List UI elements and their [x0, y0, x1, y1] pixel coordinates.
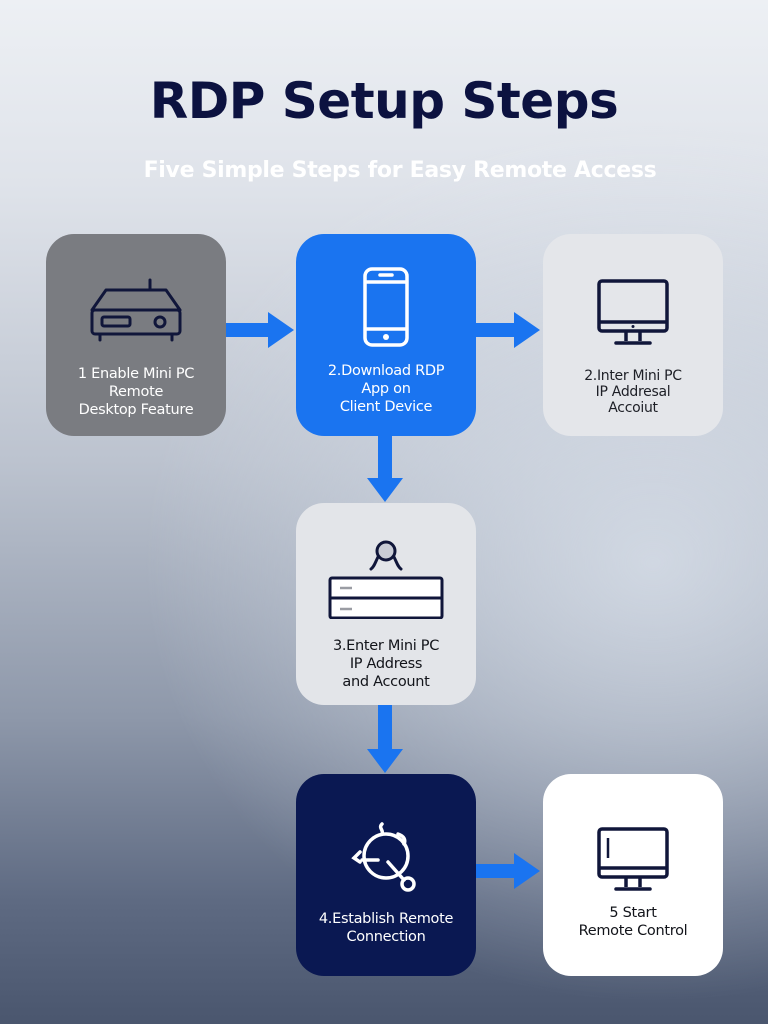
step-card-3: 2.Inter Mini PC IP Addresal Accoiut	[543, 234, 723, 436]
arrow-step1-to-step2	[224, 312, 294, 348]
smartphone-icon	[296, 266, 476, 348]
arrow-step5-to-step6	[474, 853, 540, 889]
step-label: 2.Inter Mini PC IP Addresal Accoiut	[584, 368, 682, 416]
connection-icon	[296, 818, 476, 894]
step-card-4: 3.Enter Mini PC IP Address and Account	[296, 503, 476, 705]
login-form-icon	[296, 539, 476, 619]
step-label: 5 Start Remote Control	[578, 905, 688, 939]
step-label: 3.Enter Mini PC IP Address and Account	[332, 638, 440, 690]
step-label: 2.Download RDP App on Client Device	[327, 363, 445, 415]
step-label: 1 Enable Mini PC Remote Desktop Feature	[77, 366, 195, 418]
arrow-step2-to-step3	[474, 312, 540, 348]
page-subtitle: Five Simple Steps for Easy Remote Access	[143, 158, 657, 183]
step-label: 4.Establish Remote Connection	[318, 911, 454, 945]
page-title: RDP Setup Steps	[149, 72, 619, 130]
arrow-step4-to-step5	[367, 705, 403, 773]
mini-pc-icon	[46, 278, 226, 344]
monitor-icon	[543, 278, 723, 348]
step-card-1: 1 Enable Mini PC Remote Desktop Feature	[46, 234, 226, 436]
arrow-step2-to-step4	[367, 436, 403, 502]
step-card-6: 5 Start Remote Control	[543, 774, 723, 976]
step-card-2: 2.Download RDP App on Client Device	[296, 234, 476, 436]
step-card-5: 4.Establish Remote Connection	[296, 774, 476, 976]
desktop-monitor-icon	[543, 826, 723, 894]
